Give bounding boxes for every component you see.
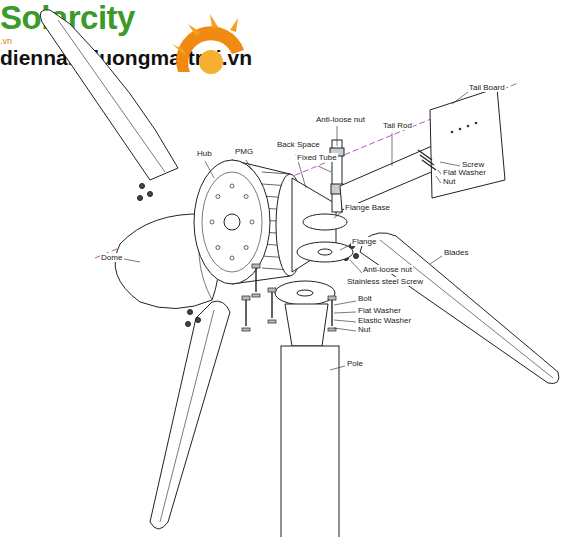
hub-hole <box>230 256 234 260</box>
part-label: Anti-loose nut <box>362 265 413 274</box>
tail-board <box>430 88 505 198</box>
part-label: Blades <box>443 248 469 257</box>
lower-flange <box>275 281 335 305</box>
part-label: Flat Washer <box>442 168 487 177</box>
flange-bolts <box>246 268 332 326</box>
cooling-fin <box>262 172 290 174</box>
part-label: Nut <box>357 325 371 334</box>
part-label: Bolt <box>357 294 373 303</box>
part-label: Stainless steel Screw <box>346 277 424 286</box>
part-label: Pole <box>346 359 364 368</box>
hub-face <box>194 160 270 284</box>
hub-hole <box>216 195 220 199</box>
part-label: Dome <box>100 253 123 262</box>
hub-hole <box>244 246 248 250</box>
part-label: Elastic Washer <box>357 316 412 325</box>
part-label: Nut <box>442 177 456 186</box>
part-label: PMG <box>234 147 254 156</box>
part-label: Flange Base <box>344 203 391 212</box>
hub-hole <box>216 246 220 250</box>
hub-hole <box>230 184 234 188</box>
part-label: Anti-loose nut <box>315 115 366 124</box>
hub-hole <box>244 195 248 199</box>
blade-lower <box>150 301 230 529</box>
part-label: Flange <box>351 237 377 246</box>
hub-hole <box>250 220 254 224</box>
pole <box>281 346 339 537</box>
part-label: Tail Board <box>468 83 506 92</box>
tail-screws <box>418 150 436 170</box>
leader-lines <box>124 92 468 370</box>
part-label: Fixed Tube <box>296 153 338 162</box>
flange <box>297 242 353 262</box>
brand-logo: Solarcity <box>0 0 564 36</box>
part-label: Hub <box>196 149 213 158</box>
hub-hole <box>210 220 214 224</box>
pole-top <box>285 304 328 346</box>
tail-rod <box>340 146 436 210</box>
part-label: Flat Washer <box>357 306 402 315</box>
flange-base <box>303 214 347 230</box>
part-label: Back Space <box>276 140 321 149</box>
part-label: Tail Rod <box>382 121 413 130</box>
